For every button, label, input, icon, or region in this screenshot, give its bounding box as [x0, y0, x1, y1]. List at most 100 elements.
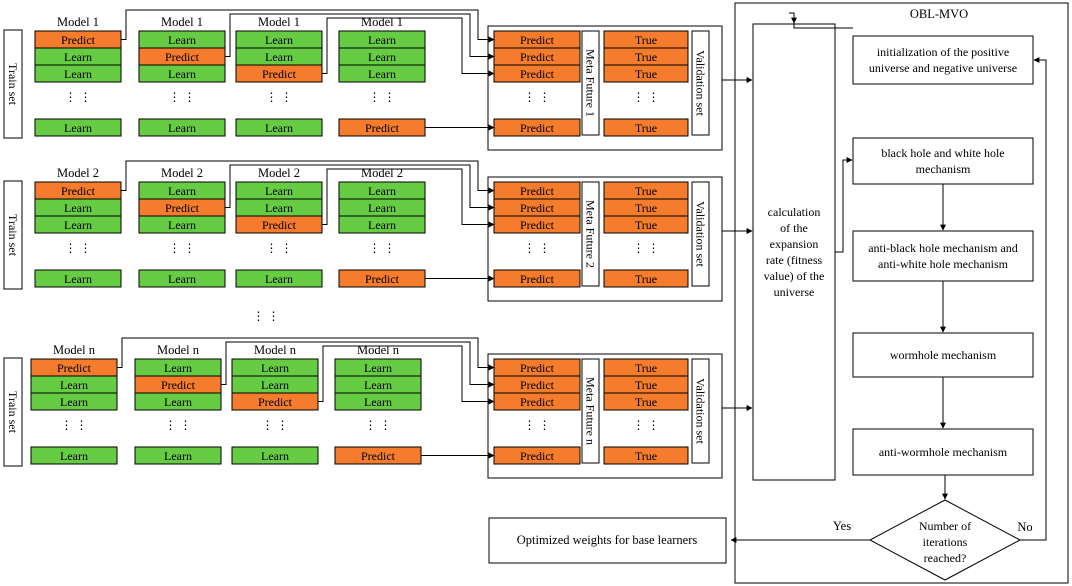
- true-cell-label: True: [635, 33, 657, 47]
- learn-cell-label: Learn: [164, 449, 192, 463]
- ellipsis: ⋮ ⋮: [266, 90, 293, 104]
- text-line: anti-white hole mechanism: [878, 257, 1009, 271]
- meta-block: [487, 176, 723, 302]
- text-line: rate (fitness: [766, 253, 823, 267]
- model-label: Model 1: [57, 15, 99, 29]
- learn-cell: [30, 392, 118, 411]
- prediction-connector: [318, 345, 495, 405]
- validation-set-box: [691, 358, 710, 464]
- learn-cell-label: Learn: [261, 378, 289, 392]
- true-cell-label: True: [635, 378, 657, 392]
- train-set-box: [3, 180, 23, 290]
- predict-cell-label: Predict: [262, 67, 297, 81]
- text-line: of the: [780, 221, 808, 235]
- meta-predict-cell: [493, 64, 581, 83]
- meta-predict-label: Predict: [520, 50, 555, 64]
- learn-cell-label: Learn: [168, 67, 196, 81]
- predict-cell: [338, 269, 426, 288]
- learn-cell-label: Learn: [368, 50, 396, 64]
- mvo-step-box: [852, 137, 1034, 185]
- predict-cell-label: Predict: [365, 272, 400, 286]
- predict-cell: [235, 215, 323, 234]
- ellipsis: ⋮ ⋮: [65, 90, 92, 104]
- ellipsis: ⋮ ⋮: [524, 241, 551, 255]
- predict-cell: [338, 118, 426, 137]
- meta-predict-label: Predict: [520, 361, 555, 375]
- meta-block: [487, 25, 723, 151]
- meta-predict-cell: [493, 118, 581, 137]
- true-cell: [603, 215, 689, 234]
- learn-cell-label: Learn: [64, 50, 92, 64]
- meta-future-box: [581, 181, 600, 287]
- train-set-label: Train set: [6, 391, 20, 434]
- true-cell-label: True: [635, 184, 657, 198]
- model-label: Model 1: [361, 15, 403, 29]
- output-label: Optimized weights for base learners: [517, 533, 698, 547]
- decision-diamond: [868, 499, 1022, 581]
- meta-predict-cell: [493, 446, 581, 465]
- learn-cell-label: Learn: [64, 121, 92, 135]
- meta-predict-cell: [493, 215, 581, 234]
- predict-cell-label: Predict: [361, 449, 396, 463]
- meta-predict-cell: [493, 269, 581, 288]
- ellipsis: ⋮ ⋮: [262, 418, 289, 432]
- prediction-connector: [225, 13, 495, 60]
- predict-cell-label: Predict: [262, 218, 297, 232]
- model-label: Model n: [357, 343, 400, 357]
- groups-ellipsis: ⋮ ⋮: [253, 309, 280, 323]
- learn-cell-label: Learn: [64, 201, 92, 215]
- learn-cell-label: Learn: [164, 395, 192, 409]
- meta-predict-label: Predict: [520, 449, 555, 463]
- meta-predict-label: Predict: [520, 33, 555, 47]
- ellipsis: ⋮ ⋮: [266, 241, 293, 255]
- meta-future-box: [581, 358, 600, 464]
- meta-block: [487, 353, 723, 479]
- true-cell: [603, 64, 689, 83]
- learn-cell: [134, 446, 222, 465]
- learn-cell-label: Learn: [368, 184, 396, 198]
- fitness-to-step-arrow: [835, 157, 853, 253]
- true-cell-label: True: [635, 218, 657, 232]
- model-label: Model 2: [161, 166, 203, 180]
- learn-cell-label: Learn: [60, 449, 88, 463]
- mvo-step-label: anti-black hole mechanism andanti-white …: [868, 241, 1018, 271]
- validation-set-box: [691, 181, 710, 287]
- predict-cell: [235, 64, 323, 83]
- mvo-step-label: initialization of the positive universe a…: [869, 45, 1017, 75]
- meta-predict-label: Predict: [520, 378, 555, 392]
- learn-cell: [34, 118, 122, 137]
- ellipsis: ⋮ ⋮: [169, 90, 196, 104]
- predict-cell-label: Predict: [258, 395, 293, 409]
- prediction-connector: [117, 337, 495, 371]
- meta-predict-label: Predict: [520, 201, 555, 215]
- mvo-step-box: [852, 332, 1034, 378]
- text-line: iterations: [923, 535, 968, 549]
- train-set-box: [3, 29, 23, 139]
- true-cell-label: True: [635, 449, 657, 463]
- learn-cell-label: Learn: [168, 218, 196, 232]
- learn-cell-label: Learn: [368, 67, 396, 81]
- prediction-connector: [221, 341, 495, 388]
- text-line: value) of the: [764, 269, 825, 283]
- true-cell: [603, 118, 689, 137]
- learn-cell: [138, 64, 226, 83]
- learn-cell-label: Learn: [364, 395, 392, 409]
- text-line: universe and negative universe: [869, 61, 1017, 75]
- model-label: Model n: [157, 343, 200, 357]
- learn-cell-label: Learn: [364, 378, 392, 392]
- learn-cell: [334, 392, 422, 411]
- model-label: Model n: [254, 343, 297, 357]
- predict-cell-label: Predict: [61, 33, 96, 47]
- learn-cell-label: Learn: [64, 67, 92, 81]
- learn-cell-label: Learn: [368, 201, 396, 215]
- true-cell-label: True: [635, 395, 657, 409]
- true-cell: [603, 392, 689, 411]
- predict-cell-label: Predict: [57, 361, 92, 375]
- predict-cell-label: Predict: [61, 184, 96, 198]
- meta-predict-label: Predict: [520, 272, 555, 286]
- learn-cell-label: Learn: [64, 272, 92, 286]
- text-line: initialization of the positive: [877, 45, 1009, 59]
- validation-set-label: Validation set: [694, 201, 708, 267]
- ellipsis: ⋮ ⋮: [524, 90, 551, 104]
